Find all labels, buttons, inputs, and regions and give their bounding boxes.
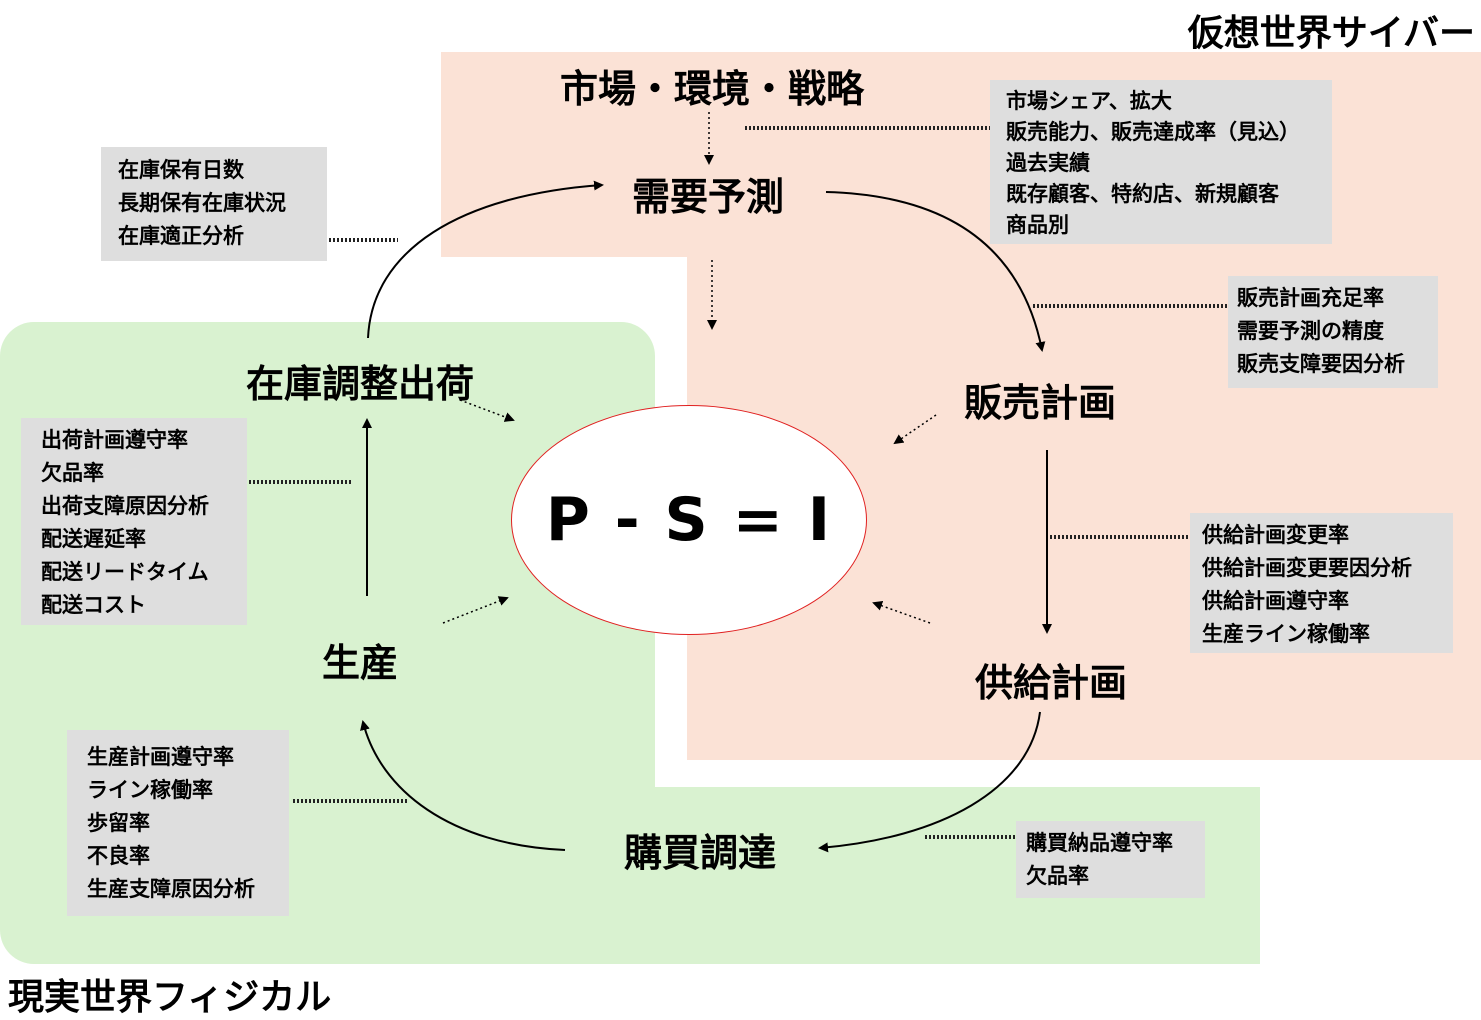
kpi-item: 配送リードタイム	[41, 560, 209, 584]
kpi-box-procurement: 購買納品遵守率 欠品率	[1016, 821, 1205, 898]
kpi-box-inventory: 在庫保有日数 長期保有在庫状況 在庫適正分析	[101, 147, 327, 261]
kpi-item: 販売能力、販売達成率（見込）	[1006, 120, 1300, 144]
kpi-item: 過去実績	[1006, 151, 1090, 175]
kpi-box-production: 生産計画遵守率 ライン稼働率 歩留率 不良率 生産支障原因分析	[67, 730, 289, 916]
psi-center-ellipse: P - S = I	[511, 405, 867, 635]
kpi-item: 供給計画変更率	[1202, 523, 1349, 547]
kpi-item: 在庫適正分析	[118, 224, 244, 248]
node-market-environment-strategy: 市場・環境・戦略	[560, 67, 865, 111]
kpi-item: 在庫保有日数	[118, 158, 244, 182]
kpi-item: 既存顧客、特約店、新規顧客	[1006, 182, 1279, 206]
cyber-world-label: 仮想世界サイバー	[1187, 13, 1475, 54]
kpi-box-shipping: 出荷計画遵守率 欠品率 出荷支障原因分析 配送遅延率 配送リードタイム 配送コス…	[21, 418, 247, 625]
kpi-item: 販売支障要因分析	[1237, 352, 1405, 376]
physical-world-label: 現実世界フィジカル	[8, 977, 332, 1018]
kpi-item: 生産ライン稼働率	[1202, 622, 1370, 646]
kpi-item: 出荷支障原因分析	[41, 494, 209, 518]
kpi-item: 商品別	[1006, 213, 1069, 237]
kpi-item: 欠品率	[1026, 864, 1089, 888]
node-sales-plan: 販売計画	[964, 381, 1117, 425]
kpi-item: 生産計画遵守率	[87, 745, 234, 769]
kpi-item: 供給計画遵守率	[1202, 589, 1349, 613]
node-demand-forecast: 需要予測	[632, 175, 785, 219]
kpi-item: 需要予測の精度	[1237, 319, 1384, 343]
kpi-item: 市場シェア、拡大	[1006, 89, 1172, 113]
kpi-item: 長期保有在庫状況	[118, 191, 286, 215]
kpi-item: 配送遅延率	[41, 527, 146, 551]
node-supply-plan: 供給計画	[975, 661, 1128, 705]
kpi-item: 欠品率	[41, 461, 104, 485]
kpi-item: 購買納品遵守率	[1026, 831, 1173, 855]
kpi-box-supply-plan: 供給計画変更率 供給計画変更要因分析 供給計画遵守率 生産ライン稼働率	[1190, 513, 1453, 653]
kpi-item: 生産支障原因分析	[87, 877, 255, 901]
node-production: 生産	[322, 641, 399, 685]
kpi-item: 販売計画充足率	[1237, 286, 1384, 310]
kpi-item: 供給計画変更要因分析	[1202, 556, 1412, 580]
node-procurement: 購買調達	[624, 831, 777, 875]
kpi-box-demand-forecast: 市場シェア、拡大 販売能力、販売達成率（見込） 過去実績 既存顧客、特約店、新規…	[990, 80, 1332, 244]
kpi-item: 配送コスト	[41, 593, 146, 617]
kpi-box-sales-plan: 販売計画充足率 需要予測の精度 販売支障要因分析	[1228, 276, 1438, 388]
kpi-item: 歩留率	[87, 811, 150, 835]
psi-formula: P - S = I	[545, 485, 833, 555]
kpi-item: 不良率	[87, 844, 150, 868]
kpi-item: 出荷計画遵守率	[41, 428, 188, 452]
node-inventory-shipping: 在庫調整出荷	[246, 362, 475, 406]
kpi-item: ライン稼働率	[87, 778, 213, 802]
